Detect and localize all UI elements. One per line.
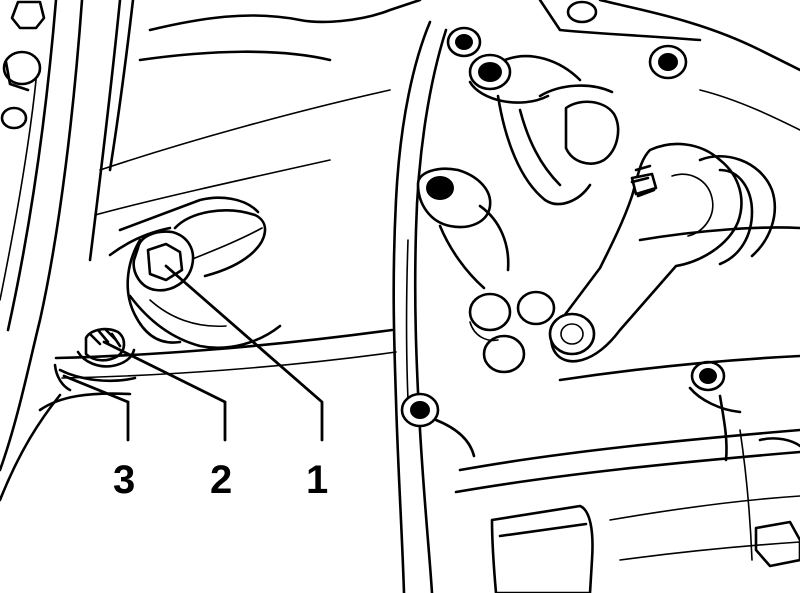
detent-cylinders — [416, 167, 556, 374]
bolt-1-assembly — [126, 209, 282, 350]
lower-right-panels — [454, 226, 800, 593]
lower-flange-lines — [0, 328, 397, 502]
callout-labels: 3 2 1 — [113, 458, 328, 502]
shift-lever — [548, 142, 777, 363]
callout-label-2: 2 — [210, 458, 232, 502]
bolt-2-assembly — [58, 327, 137, 383]
leader-line-1 — [164, 264, 324, 442]
upper-housing-contours — [94, 0, 422, 257]
callout-label-3: 3 — [113, 458, 135, 502]
right-lower-bosses — [400, 360, 742, 462]
leader-line-3 — [62, 374, 130, 442]
callout-label-1: 1 — [306, 458, 328, 502]
upper-bracket — [496, 84, 620, 206]
top-left-bolts — [0, 0, 46, 130]
callout-leaders — [62, 264, 324, 442]
leader-line-2 — [102, 340, 227, 442]
top-bosses — [446, 0, 800, 131]
central-housing-edge — [392, 20, 448, 593]
left-housing-edge — [0, 0, 135, 472]
